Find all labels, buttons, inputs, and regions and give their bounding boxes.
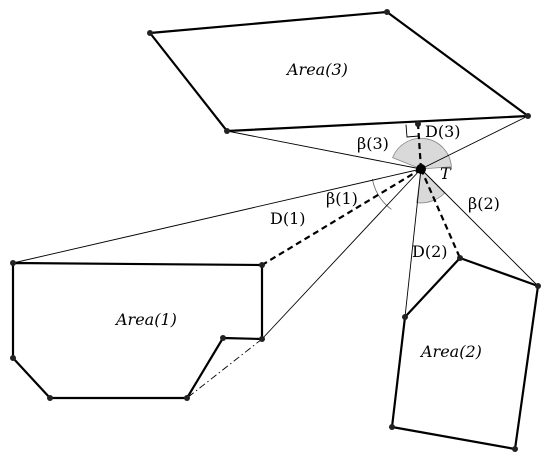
point-t (416, 164, 426, 174)
rays (12, 115, 539, 340)
label-beta3: β(3) (357, 134, 389, 153)
label-area1: Area(1) (114, 310, 177, 329)
area2-polygon (390, 256, 540, 451)
label-t: T (440, 164, 452, 183)
beta1-arc (371, 178, 392, 210)
vertices (10, 9, 541, 452)
distance-d3 (416, 123, 423, 170)
right-angle-marker (405, 124, 420, 138)
label-beta1: β(1) (326, 189, 358, 208)
distance-d1 (261, 168, 422, 266)
label-d1: D(1) (270, 209, 306, 228)
distance-d2 (419, 168, 462, 259)
label-d2: D(2) (412, 242, 448, 261)
label-area3: Area(3) (285, 60, 348, 79)
label-area2: Area(2) (419, 342, 482, 361)
label-beta2: β(2) (468, 194, 500, 213)
dashdot-line (186, 338, 263, 399)
area1-polygon (11, 261, 264, 400)
label-d3: D(3) (425, 122, 461, 141)
